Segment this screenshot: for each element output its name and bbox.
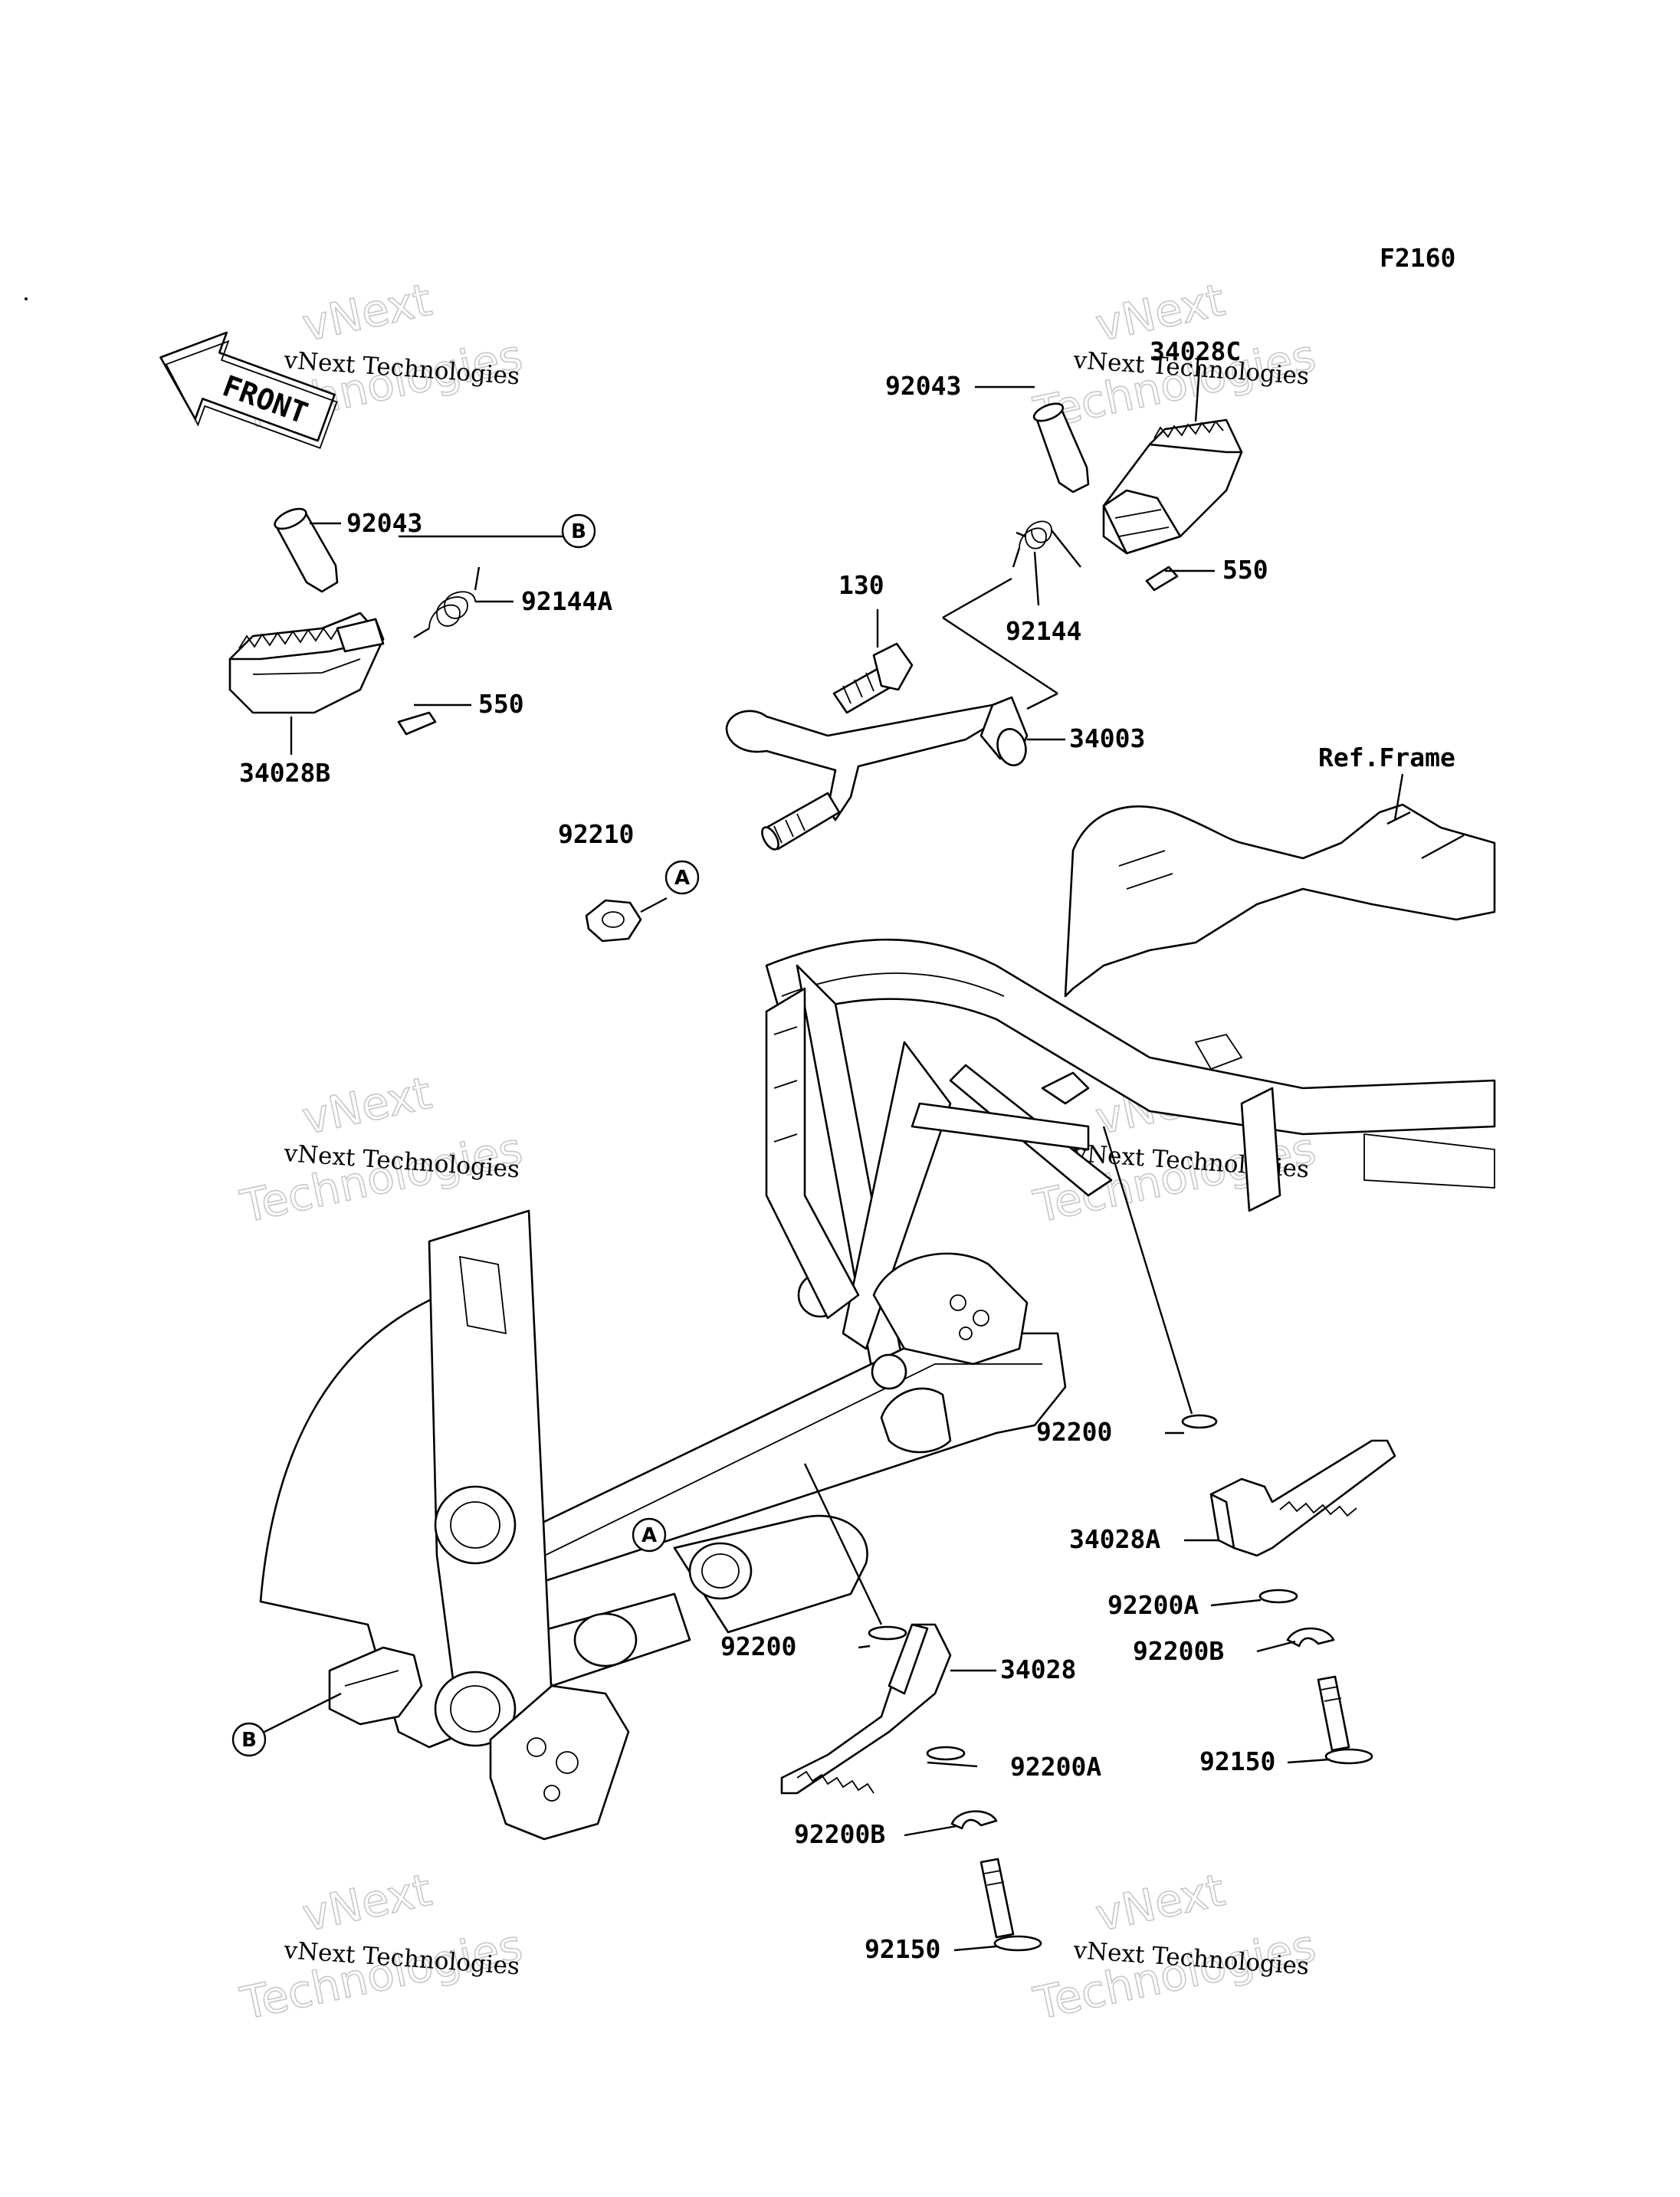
callout-92200B-right: 92200B	[1133, 1636, 1224, 1666]
footpeg-34028A	[1181, 1414, 1396, 1765]
callout-92200-right: 92200	[1036, 1417, 1112, 1447]
svg-text:vNext: vNext	[1091, 1864, 1229, 1942]
svg-text:vNext: vNext	[298, 1067, 436, 1145]
callout-34003: 34003	[1069, 723, 1145, 753]
callout-34028B: 34028B	[239, 758, 330, 788]
footpeg-right-34028C	[1012, 402, 1243, 592]
callout-92200B-left: 92200B	[794, 1819, 885, 1849]
footpeg-left-34028B	[228, 507, 481, 736]
svg-text:A: A	[674, 867, 690, 890]
bracket-34003	[585, 642, 1029, 943]
callout-550-right: 550	[1222, 555, 1268, 585]
svg-text:B: B	[571, 520, 586, 543]
footpeg-34028	[780, 1623, 1042, 1952]
callout-92043-right: 92043	[885, 371, 961, 401]
ref-frame-label: Ref.Frame	[1318, 743, 1455, 772]
callout-92200A-left: 92200A	[1010, 1752, 1101, 1782]
callout-34028A: 34028A	[1069, 1524, 1160, 1554]
callout-92150-left: 92150	[865, 1934, 940, 1964]
callout-labels: 92043 92144A 550 34028B 92043 34028C 550…	[239, 336, 1455, 1964]
callout-92144: 92144	[1006, 616, 1081, 646]
callout-34028C: 34028C	[1150, 336, 1241, 366]
watermark-bottom-left: vNext Technologies vNext Technologies	[235, 1863, 527, 2031]
frame-drawing	[259, 803, 1496, 1841]
callout-92210: 92210	[558, 819, 634, 849]
svg-text:B: B	[241, 1729, 257, 1752]
callout-92200-left: 92200	[720, 1631, 796, 1661]
ref-marker-A-frame: A	[632, 1517, 667, 1553]
watermark-mid-left: vNext Technologies vNext Technologies	[235, 1066, 527, 1234]
svg-text:A: A	[641, 1524, 657, 1547]
callout-92144A: 92144A	[521, 586, 612, 616]
leader-lines	[264, 366, 1465, 1952]
callout-92043-left: 92043	[346, 508, 422, 538]
ref-marker-A-top: A	[664, 860, 700, 895]
figure-code: F2160	[1380, 243, 1455, 273]
callout-130: 130	[838, 570, 884, 600]
ref-marker-B-top: B	[561, 513, 596, 549]
svg-text:vNext: vNext	[298, 274, 436, 352]
callout-34028: 34028	[1000, 1654, 1076, 1684]
callout-550-left: 550	[478, 689, 524, 719]
watermark-bottom-right: vNext Technologies vNext Technologies	[1029, 1863, 1321, 2031]
callout-92200A-right: 92200A	[1107, 1590, 1199, 1620]
callout-92150-right: 92150	[1199, 1746, 1275, 1776]
svg-text:vNext: vNext	[298, 1864, 436, 1942]
front-arrow-icon: FRONT	[159, 331, 338, 449]
ref-marker-B-frame: B	[231, 1722, 267, 1757]
stray-dot	[25, 297, 28, 300]
